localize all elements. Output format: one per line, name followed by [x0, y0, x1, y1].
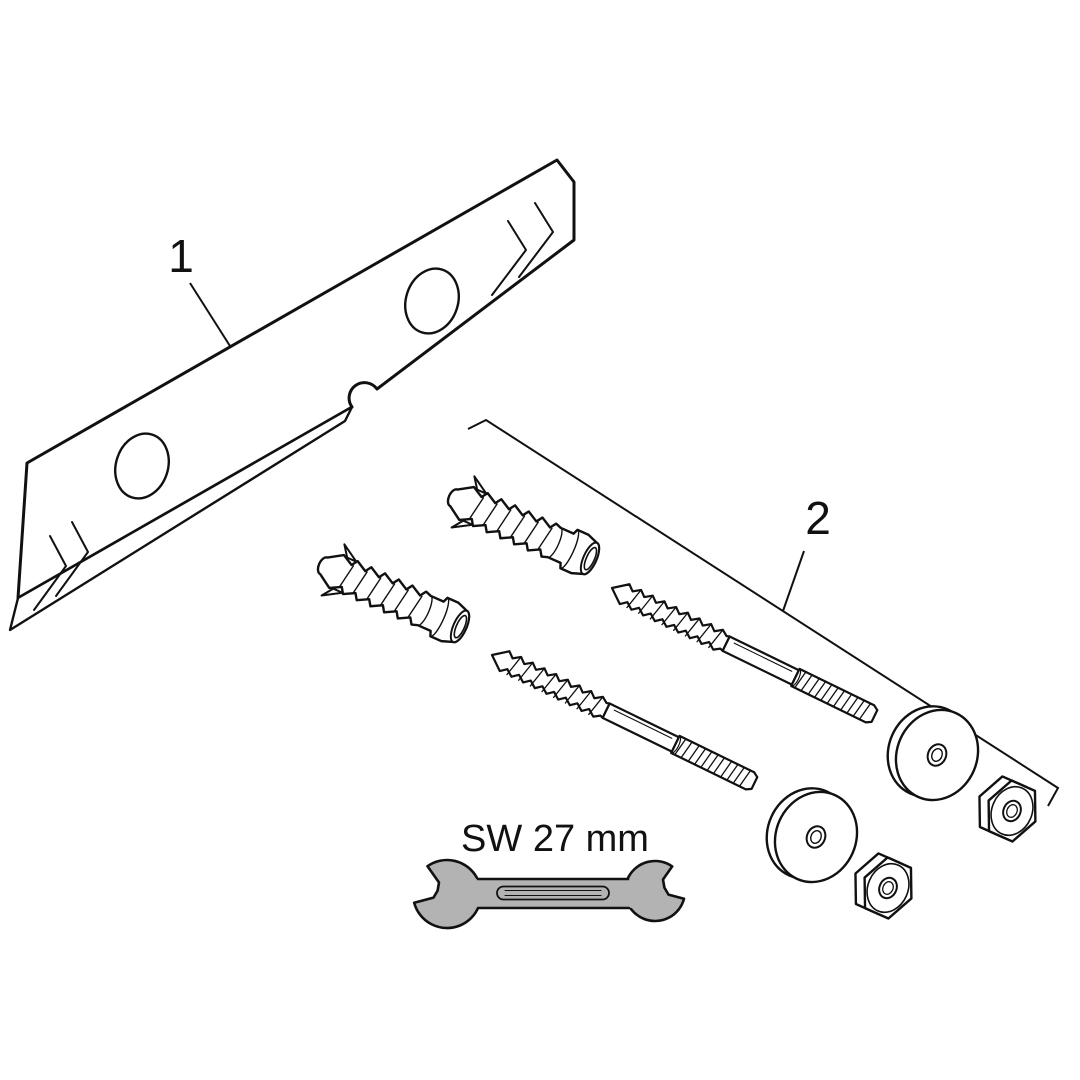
plate-sheen-mark-left-1	[33, 535, 67, 611]
callout-1-label: 1	[168, 230, 194, 282]
plate-edge-thickness	[8, 405, 354, 632]
callout-1: 1	[168, 230, 231, 347]
plate-sheen-mark-right-1	[491, 220, 527, 296]
washer-upper	[872, 691, 994, 815]
mounting-plate	[8, 158, 576, 632]
open-end-wrench	[412, 858, 686, 930]
wrench-shaft	[462, 879, 642, 908]
wall-anchor-upper	[436, 469, 609, 588]
hanger-bolt-lower	[486, 644, 761, 794]
wrench-size-label: SW 27 mm	[461, 818, 649, 860]
callout-1-leader	[189, 282, 231, 347]
plate-hole-right	[404, 267, 460, 335]
hex-nut-upper	[967, 770, 1048, 848]
callout-2-bracket	[467, 418, 1060, 807]
plate-hole-left	[114, 432, 170, 500]
washer-lower	[751, 773, 873, 897]
wrench-shaft-slot	[496, 885, 610, 901]
wall-anchor-lower	[306, 537, 479, 656]
plate-sheen-mark-left-2	[55, 521, 89, 597]
callout-2-leader	[782, 550, 805, 612]
wrench-left-jaw	[412, 858, 483, 930]
hex-nut-lower	[843, 847, 924, 925]
hanger-bolt-upper	[606, 577, 881, 727]
callout-2-label: 2	[805, 492, 831, 544]
plate-sheen-mark-right-2	[518, 202, 554, 278]
